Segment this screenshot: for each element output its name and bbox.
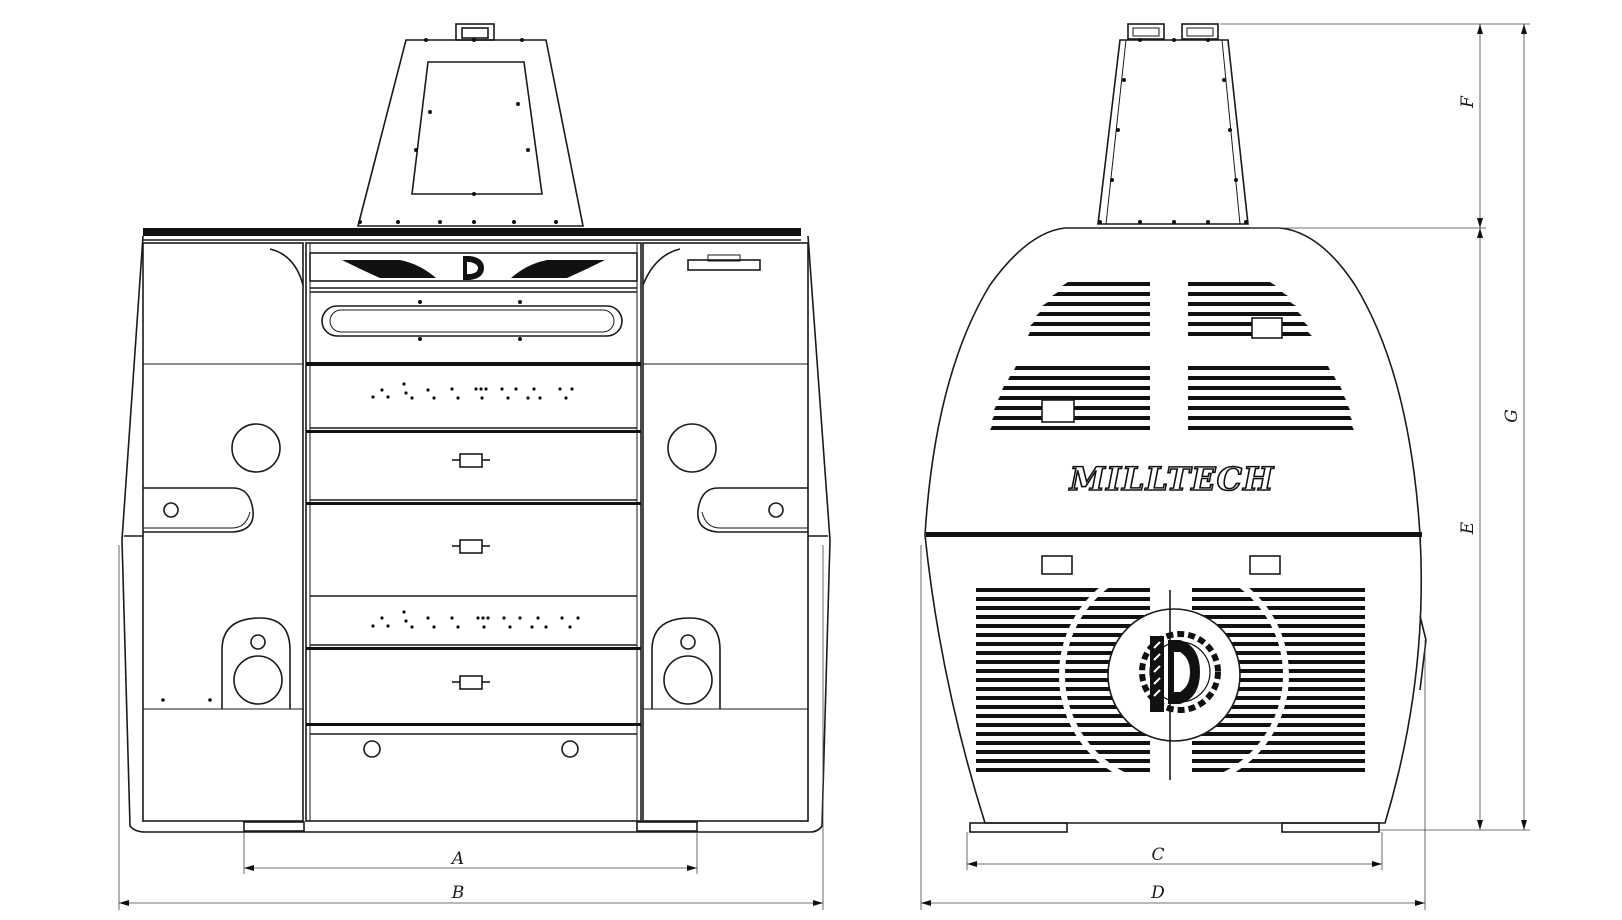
dimension-e-label: E <box>1458 521 1478 535</box>
louver-slat <box>1192 660 1365 664</box>
louver-slat <box>1192 642 1365 646</box>
louver-slat <box>976 705 1150 709</box>
front-drawer-stack <box>305 242 642 822</box>
louver-slat <box>1192 669 1365 673</box>
louver-slat <box>1192 606 1365 610</box>
side-body-outline <box>924 227 1423 824</box>
front-hopper <box>356 23 584 227</box>
front-view <box>121 23 831 833</box>
louver-slat <box>976 750 1150 754</box>
brand-label: MILLTECH <box>1069 460 1275 498</box>
front-drawer-handles <box>452 453 490 690</box>
louver-slat <box>976 714 1150 718</box>
louver-slat <box>976 768 1150 772</box>
dimension-a-label: A <box>450 849 464 869</box>
louver-slat <box>1192 624 1365 628</box>
louver-slat <box>976 588 1150 592</box>
louver-slat <box>976 606 1150 610</box>
side-hopper <box>1097 23 1249 225</box>
louver-slat <box>1192 687 1365 691</box>
dimension-b-label: B <box>451 883 465 903</box>
louver-slat <box>1192 741 1365 745</box>
louver-slat <box>976 732 1150 736</box>
dimension-d-label: D <box>1150 883 1165 903</box>
louver-slat <box>1192 597 1365 601</box>
dimension-g-label: G <box>1502 409 1522 423</box>
dimension-c-label: C <box>1151 845 1164 865</box>
front-left-panel <box>142 242 304 822</box>
louver-slat <box>1192 678 1365 682</box>
louver-slat <box>1192 696 1365 700</box>
louver-slat <box>1192 768 1365 772</box>
louver-slat <box>976 624 1150 628</box>
louver-slat <box>976 759 1150 763</box>
louver-slat <box>976 723 1150 727</box>
louver-slat <box>1192 732 1365 736</box>
louver-slat <box>1192 723 1365 727</box>
louver-slat <box>976 615 1150 619</box>
louver-slat <box>1192 750 1365 754</box>
front-dot-pattern-upper <box>371 382 574 400</box>
front-right-panel <box>642 242 809 822</box>
louver-slat <box>1192 651 1365 655</box>
gear-logo-icon <box>1139 631 1221 713</box>
front-body-outline <box>121 235 831 833</box>
louver-slat <box>1192 759 1365 763</box>
dimension-lines: A B C D F E G <box>118 23 1530 910</box>
side-upper-grilles <box>990 282 1354 430</box>
louver-slat <box>976 633 1150 637</box>
louver-slat <box>1192 588 1365 592</box>
louver-slat <box>1192 615 1365 619</box>
louver-slat <box>976 741 1150 745</box>
louver-slat <box>976 642 1150 646</box>
front-dot-pattern-lower <box>371 610 580 629</box>
louver-slat <box>976 597 1150 601</box>
side-view: MILLTECH <box>924 23 1427 833</box>
dimension-f-label: F <box>1458 95 1478 109</box>
